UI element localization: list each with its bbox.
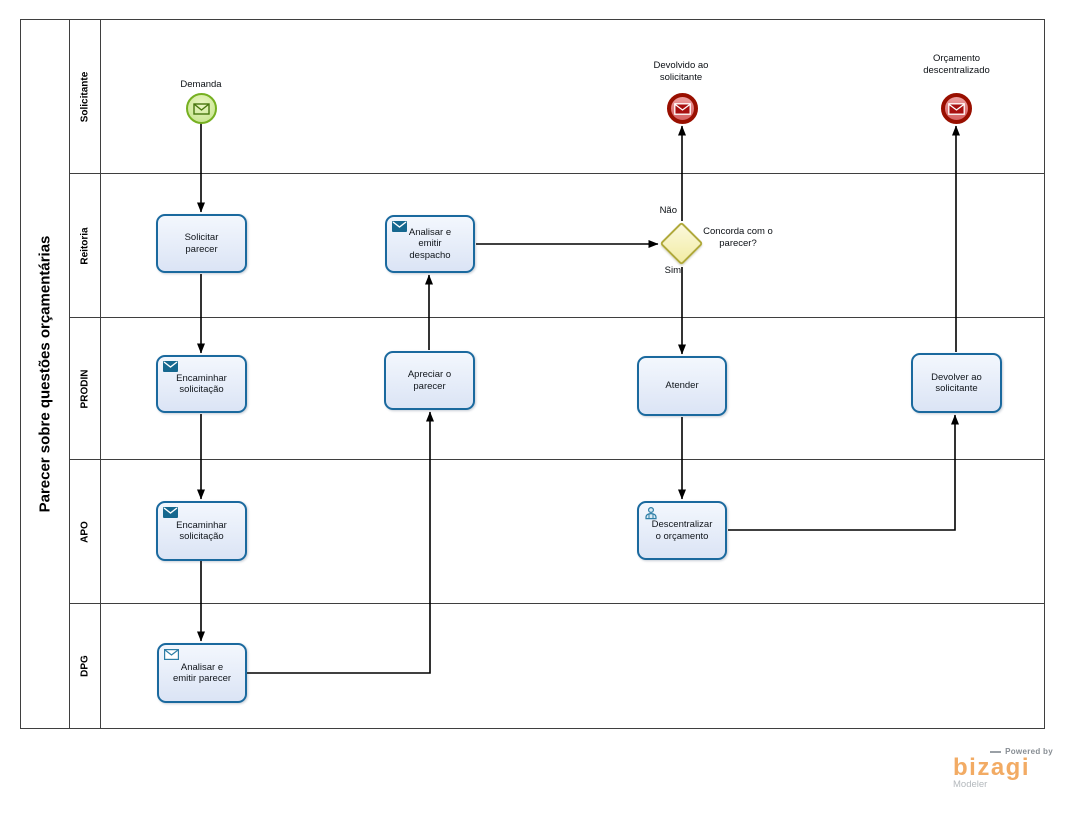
lane-solicitante-label-strip[interactable]: Solicitante xyxy=(70,20,101,173)
message-send-icon xyxy=(163,361,178,372)
process-pool[interactable]: Parecer sobre questões orçamentárias Sol… xyxy=(20,19,1045,729)
lane-prodin-label-strip[interactable]: PRODIN xyxy=(70,318,101,459)
user-icon xyxy=(645,506,657,520)
lane-label: PRODIN xyxy=(79,369,91,408)
message-send-icon xyxy=(163,507,178,518)
end-event-devolvido-label: Devolvido ao solicitante xyxy=(653,60,709,83)
bizagi-wordmark: bizagi xyxy=(953,754,1031,781)
lane-apo-label-strip[interactable]: APO xyxy=(70,460,101,603)
gateway-yes-label: Sim xyxy=(664,265,681,276)
task-solicitar-parecer[interactable]: Solicitar parecer xyxy=(156,214,247,273)
end-event-orcamento-label: Orçamento descentralizado xyxy=(923,53,990,76)
message-icon xyxy=(193,102,210,115)
start-event-demanda[interactable] xyxy=(186,93,217,124)
task-label: Solicitar parecer xyxy=(184,232,219,255)
task-label: Encaminhar solicitação xyxy=(176,519,227,543)
task-label: Descentralizar o orçamento xyxy=(651,519,713,542)
task-label: Encaminhar solicitação xyxy=(176,372,227,396)
modeler-label: Modeler xyxy=(953,779,988,790)
lane-label: DPG xyxy=(79,655,91,677)
task-label: Analisar e emitir despacho xyxy=(408,226,452,261)
task-label: Atender xyxy=(665,380,699,392)
lane-label: Reitoria xyxy=(79,226,91,265)
task-label: Devolver ao solicitante xyxy=(931,371,982,395)
gateway-no-label: Não xyxy=(659,205,677,216)
task-descentralizar-o-orcamento[interactable]: Descentralizar o orçamento xyxy=(637,501,727,560)
lane-label: Solicitante xyxy=(79,71,91,122)
task-atender[interactable]: Atender xyxy=(637,356,727,416)
message-send-icon xyxy=(392,221,407,232)
bizagi-logo: Powered by bizagi Modeler xyxy=(953,747,1053,790)
gateway-question-label: Concorda com o parecer? xyxy=(703,226,773,249)
message-receive-icon xyxy=(164,649,179,660)
message-icon xyxy=(948,102,965,115)
task-encaminhar-solicitacao-apo[interactable]: Encaminhar solicitação xyxy=(156,501,247,561)
message-icon xyxy=(674,102,691,115)
pool-title: Parecer sobre questões orçamentárias xyxy=(36,235,54,513)
task-label: Analisar e emitir parecer xyxy=(172,661,232,685)
end-event-orcamento[interactable] xyxy=(941,93,972,124)
task-devolver-ao-solicitante[interactable]: Devolver ao solicitante xyxy=(911,353,1002,413)
task-encaminhar-solicitacao-prodin[interactable]: Encaminhar solicitação xyxy=(156,355,247,413)
lane-reitoria-label-strip[interactable]: Reitoria xyxy=(70,174,101,317)
lane-prodin[interactable]: PRODIN xyxy=(70,317,1044,459)
end-event-devolvido[interactable] xyxy=(667,93,698,124)
lane-label: APO xyxy=(79,520,91,543)
start-event-label: Demanda xyxy=(180,79,222,90)
task-label: Apreciar o parecer xyxy=(407,369,452,392)
lane-reitoria[interactable]: Reitoria xyxy=(70,173,1044,317)
pool-title-strip[interactable]: Parecer sobre questões orçamentárias xyxy=(21,20,70,728)
task-analisar-emitir-despacho[interactable]: Analisar e emitir despacho xyxy=(385,215,475,273)
lane-dpg-label-strip[interactable]: DPG xyxy=(70,604,101,728)
lane-apo[interactable]: APO xyxy=(70,459,1044,603)
task-apreciar-o-parecer[interactable]: Apreciar o parecer xyxy=(384,351,475,410)
lane-solicitante[interactable]: Solicitante xyxy=(70,20,1044,173)
powered-by-divider xyxy=(990,750,1002,753)
lane-dpg[interactable]: DPG xyxy=(70,603,1044,728)
powered-by-label: Powered by xyxy=(1005,747,1053,756)
task-analisar-emitir-parecer[interactable]: Analisar e emitir parecer xyxy=(157,643,247,703)
